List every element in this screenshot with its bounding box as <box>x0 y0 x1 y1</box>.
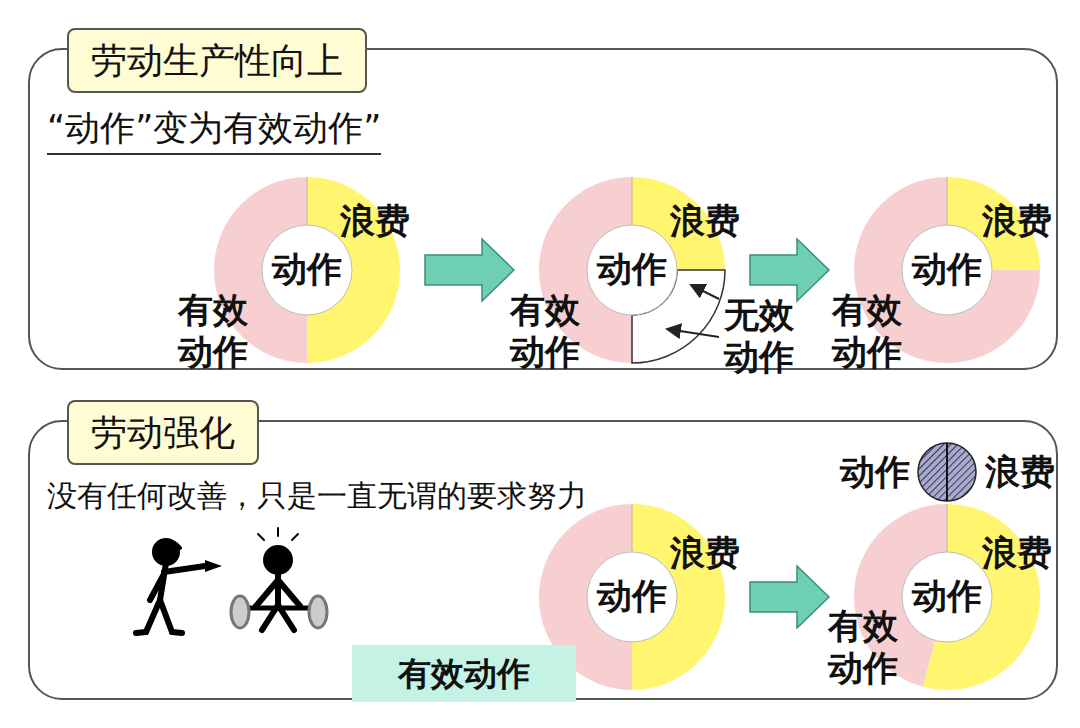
block-arrow <box>750 566 829 628</box>
segment-label: 浪费 <box>670 200 740 242</box>
circle-body <box>918 443 976 501</box>
panel-frame: 劳动强化没有任何改善，只是一直无谓的要求努力动作浪费动作浪费有效动作动作浪费有效… <box>28 420 1058 700</box>
divider <box>946 443 948 501</box>
segment-label: 有效动作 <box>510 289 582 373</box>
panel-frame: 劳动生产性向上“动作”变为有效动作”动作浪费有效动作动作浪费有效动作无效动作动作… <box>28 48 1058 370</box>
lifter-figure <box>231 528 327 630</box>
block-arrow <box>425 239 514 301</box>
panel-heading: 劳动生产性向上 <box>67 28 367 93</box>
panel-subtitle: 没有任何改善，只是一直无谓的要求努力 <box>47 477 587 515</box>
center-label: 动作 <box>214 248 400 290</box>
block-arrow <box>750 239 829 301</box>
boss-figure <box>136 541 222 633</box>
donut-chart: 动作浪费有效动作 <box>214 177 400 363</box>
center-label: 动作 <box>539 575 725 617</box>
segment-label: 有效动作 <box>178 289 250 373</box>
divider <box>632 504 633 552</box>
divider <box>947 504 948 552</box>
segment-label: 浪费 <box>670 532 740 574</box>
segment-label: 浪费 <box>340 200 410 242</box>
side-label: 动作 <box>840 451 910 493</box>
side-label: 浪费 <box>985 451 1055 493</box>
divider <box>307 177 308 225</box>
segment-label: 浪费 <box>982 200 1052 242</box>
donut-chart: 动作浪费有效动作 <box>854 177 1040 363</box>
label-box: 有效动作 <box>352 645 576 702</box>
leader-line <box>691 285 719 299</box>
leader-line <box>667 329 719 337</box>
panel-subtitle: “动作”变为有效动作” <box>47 107 381 155</box>
box-label: 有效动作 <box>398 653 530 694</box>
divider <box>947 177 948 225</box>
donut-chart: 动作浪费有效动作无效动作 <box>539 177 725 363</box>
center-label: 动作 <box>539 248 725 290</box>
center-label: 动作 <box>854 248 1040 290</box>
panel-heading: 劳动强化 <box>67 400 259 465</box>
divider <box>632 177 633 225</box>
segment-label: 有效动作 <box>828 605 900 689</box>
segment-label: 无效动作 <box>724 294 796 378</box>
hatched-circle: 动作浪费 <box>917 442 977 502</box>
donut-chart: 动作浪费有效动作 <box>854 504 1040 690</box>
segment-label: 有效动作 <box>832 289 904 373</box>
segment-label: 浪费 <box>982 532 1052 574</box>
hatched-circle-shape <box>917 442 977 502</box>
